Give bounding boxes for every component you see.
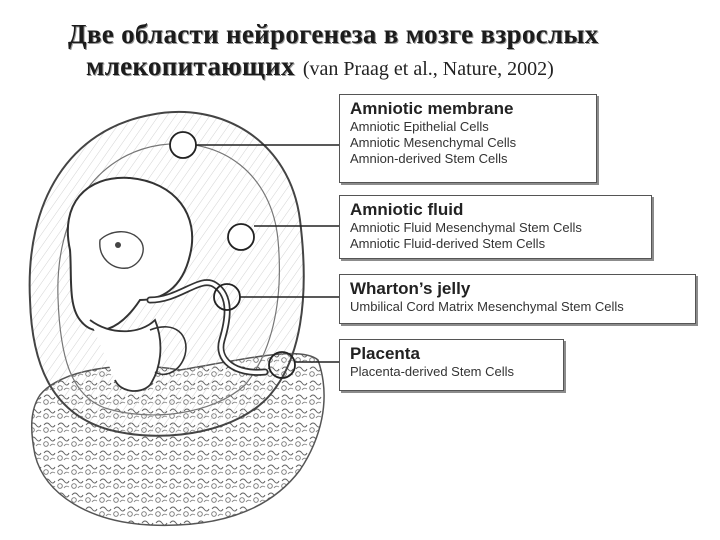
title-line-1: Две области нейрогенеза в мозге взрослых [68, 19, 599, 49]
label-box-placenta: Placenta Placenta-derived Stem Cells [339, 339, 564, 391]
title-line-2-text: млекопитающих [86, 51, 295, 81]
title-line-2: млекопитающих (van Praag et al., Nature, … [68, 50, 708, 85]
label-box-amniotic-fluid: Amniotic fluid Amniotic Fluid Mesenchyma… [339, 195, 652, 259]
pointer-circle-fluid [227, 223, 255, 251]
label-box-item: Amniotic Fluid-derived Stem Cells [350, 236, 546, 251]
label-box-title: Placenta [350, 344, 420, 363]
pointer-circle-placenta [268, 351, 296, 379]
label-box-whartons-jelly: Wharton’s jelly Umbilical Cord Matrix Me… [339, 274, 696, 324]
label-box-item: Amniotic Fluid Mesenchymal Stem Cells [350, 220, 582, 235]
label-box-title: Amniotic fluid [350, 200, 464, 219]
label-box-item: Amniotic Mesenchymal Cells [350, 135, 517, 150]
label-box-item: Amnion-derived Stem Cells [350, 151, 508, 166]
citation: (van Praag et al., Nature, 2002) [302, 58, 554, 80]
label-box-item: Amniotic Epithelial Cells [350, 119, 489, 134]
pointer-circle-membrane [169, 131, 197, 159]
label-box-item: Umbilical Cord Matrix Mesenchymal Stem C… [350, 299, 624, 314]
label-box-title: Amniotic membrane [350, 99, 514, 118]
slide-title: Две области нейрогенеза в мозге взрослых… [68, 18, 708, 85]
fetus-body [66, 176, 194, 332]
label-box-title: Wharton’s jelly [350, 279, 471, 298]
label-box-amniotic-membrane: Amniotic membrane Amniotic Epithelial Ce… [339, 94, 597, 183]
label-box-item: Placenta-derived Stem Cells [350, 364, 515, 379]
